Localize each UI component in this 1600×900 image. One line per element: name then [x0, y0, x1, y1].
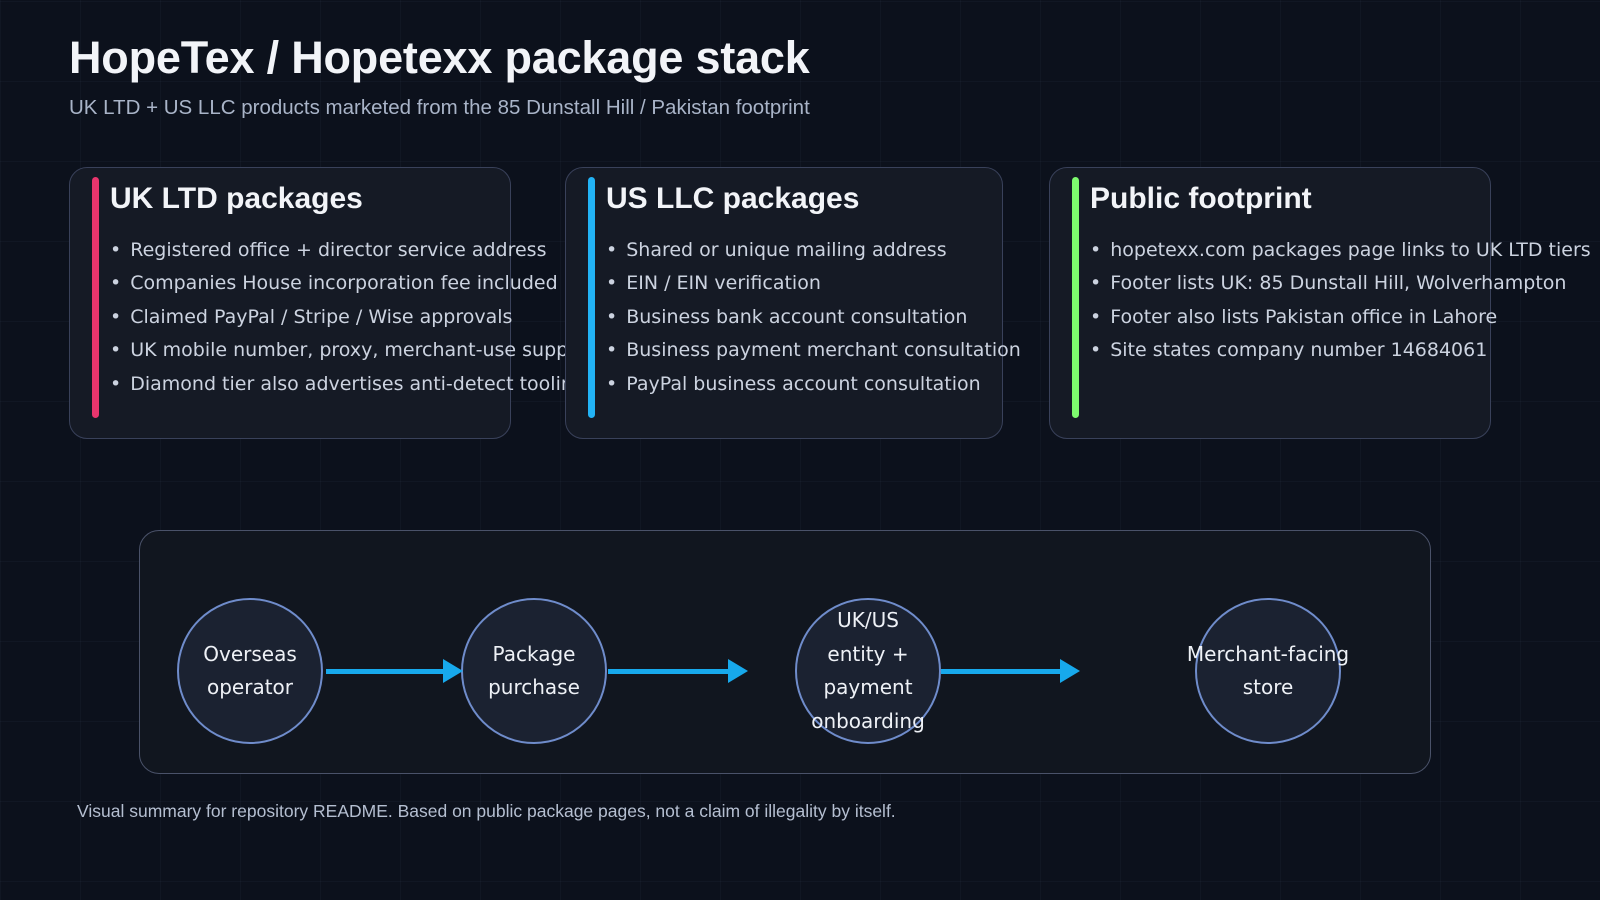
- card-us-llc-packages: US LLC packages • Shared or unique mailin…: [565, 167, 1021, 439]
- bullet-icon: •: [606, 339, 618, 362]
- list-item: • Footer also lists Pakistan office in La…: [1090, 301, 1591, 334]
- arrow-shaft: [326, 669, 443, 674]
- list-item-text: EIN / EIN verification: [626, 272, 821, 295]
- flow-arrow-icon: [941, 654, 1080, 688]
- bullet-icon: •: [110, 372, 122, 395]
- bullet-icon: •: [1090, 272, 1102, 295]
- list-item: • Claimed PayPal / Stripe / Wise approval…: [110, 301, 595, 334]
- arrow-head: [443, 659, 463, 683]
- list-item-text: Shared or unique mailing address: [626, 239, 947, 261]
- bullet-icon: •: [110, 272, 122, 295]
- list-item-text: Diamond tier also advertises anti-detect…: [130, 372, 585, 395]
- bullet-icon: •: [110, 305, 122, 328]
- accent-bar-blue: [588, 177, 595, 418]
- list-item: • Site states company number 14684061: [1090, 334, 1591, 367]
- arrow-head: [728, 659, 748, 683]
- header: HopeTex / Hopetexx package stack UK LTD …: [69, 32, 1549, 120]
- flow-arrow-icon: [326, 654, 463, 688]
- list-item: • Shared or unique mailing address: [606, 234, 1021, 267]
- list-item-text: Footer lists UK: 85 Dunstall Hill, Wolve…: [1110, 272, 1567, 295]
- list-item-text: Footer also lists Pakistan office in Lah…: [1110, 305, 1498, 328]
- bullet-icon: •: [1090, 339, 1102, 362]
- bullet-icon: •: [606, 272, 618, 295]
- bullet-icon: •: [606, 372, 618, 395]
- card-title: UK LTD packages: [110, 182, 363, 215]
- list-item-text: Business payment merchant consultation: [626, 339, 1021, 362]
- accent-bar-pink: [92, 177, 99, 418]
- card-bullet-list: • Registered office + director service ad…: [110, 234, 595, 401]
- list-item-text: Registered office + director service add…: [130, 239, 547, 261]
- list-item-text: Claimed PayPal / Stripe / Wise approvals: [130, 305, 513, 328]
- card-bullet-list: • hopetexx.com packages page links to UK …: [1090, 234, 1591, 368]
- card-title: US LLC packages: [606, 182, 860, 215]
- list-item: • Companies House incorporation fee inclu…: [110, 267, 595, 300]
- flow-arrow-icon: [608, 654, 748, 688]
- list-item-text: hopetexx.com packages page links to UK L…: [1110, 239, 1591, 261]
- bullet-icon: •: [1090, 305, 1102, 328]
- list-item: • PayPal business account consultation: [606, 368, 1021, 401]
- card-uk-ltd-packages: UK LTD packages • Registered office + dir…: [69, 167, 595, 439]
- page-subtitle: UK LTD + US LLC products marketed from t…: [69, 95, 810, 119]
- bullet-icon: •: [1090, 239, 1102, 261]
- bullet-icon: •: [606, 305, 618, 328]
- card-public-footprint: Public footprint • hopetexx.com packages …: [1049, 167, 1591, 439]
- list-item: • Diamond tier also advertises anti-detec…: [110, 368, 595, 401]
- bullet-icon: •: [606, 239, 618, 261]
- list-item-text: PayPal business account consultation: [626, 372, 981, 395]
- list-item-text: Companies House incorporation fee includ…: [130, 272, 558, 295]
- list-item: • Business payment merchant consultation: [606, 334, 1021, 367]
- list-item: • UK mobile number, proxy, merchant-use s…: [110, 334, 595, 367]
- page-title: HopeTex / Hopetexx package stack: [69, 32, 810, 83]
- list-item: • hopetexx.com packages page links to UK …: [1090, 234, 1591, 267]
- card-title: Public footprint: [1090, 182, 1312, 215]
- arrow-head: [1060, 659, 1080, 683]
- bullet-icon: •: [110, 339, 122, 362]
- list-item: • Business bank account consultation: [606, 301, 1021, 334]
- list-item-text: Site states company number 14684061: [1110, 339, 1488, 362]
- list-item: • EIN / EIN verification: [606, 267, 1021, 300]
- bullet-icon: •: [110, 239, 122, 261]
- accent-bar-green: [1072, 177, 1079, 418]
- arrow-shaft: [941, 669, 1060, 674]
- list-item: • Registered office + director service ad…: [110, 234, 595, 267]
- list-item-text: UK mobile number, proxy, merchant-use su…: [130, 339, 596, 362]
- list-item: • Footer lists UK: 85 Dunstall Hill, Wolv…: [1090, 267, 1591, 300]
- arrow-shaft: [608, 669, 728, 674]
- list-item-text: Business bank account consultation: [626, 305, 968, 328]
- footer-note: Visual summary for repository README. Ba…: [77, 801, 896, 821]
- card-bullet-list: • Shared or unique mailing address • EIN /…: [606, 234, 1021, 401]
